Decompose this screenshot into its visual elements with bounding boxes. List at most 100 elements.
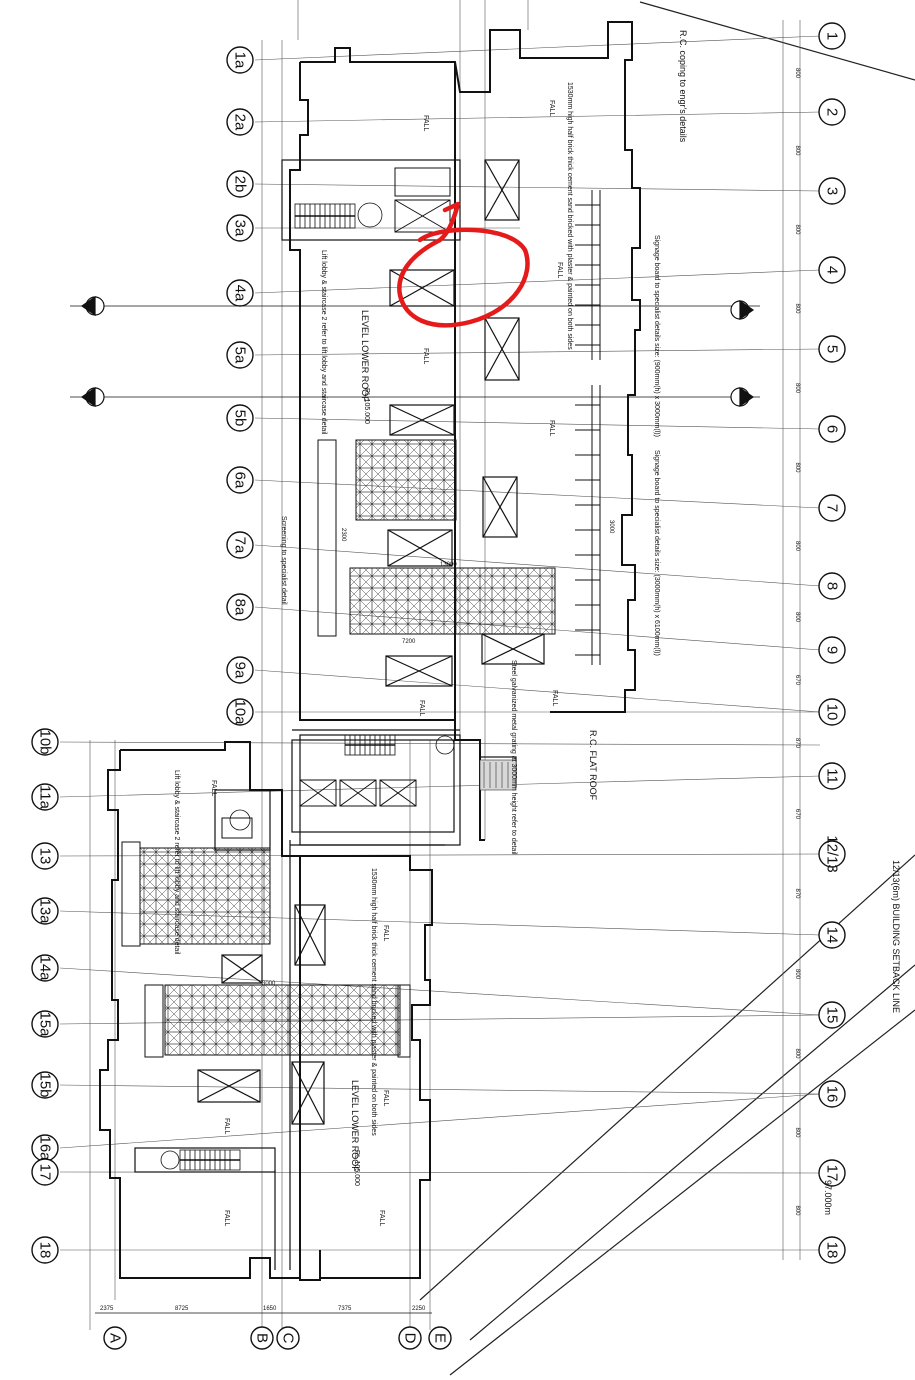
grid-bubble-6a-label: 6a xyxy=(232,472,249,489)
grid-bubble-10a: 10a xyxy=(226,698,254,726)
grid-bubble-15a: 15a xyxy=(31,1010,59,1038)
grid-bubble-3a-label: 3a xyxy=(232,220,249,237)
grid-bubble-14a: 14a xyxy=(31,954,59,982)
grid-bubble-11a-label: 11a xyxy=(37,785,54,810)
grid-bubble-16-label: 16 xyxy=(824,1086,841,1103)
grid-bubble-1-label: 1 xyxy=(824,32,841,40)
note-fall-8: FALL xyxy=(210,780,217,796)
grid-bubble-9: 9 xyxy=(818,636,846,664)
note-parapet-lower: 1530mm high half brick thick cement sand… xyxy=(370,868,377,1136)
right-dim-7: 800 xyxy=(794,612,800,623)
grid-bubble-9-label: 9 xyxy=(824,646,841,654)
note-fall-13: FALL xyxy=(378,1210,385,1226)
grid-bubble-10a-label: 10a xyxy=(232,699,249,725)
grid-bubble-10-label: 10 xyxy=(824,704,841,721)
grid-bubble-10b: 10b xyxy=(31,728,59,756)
grid-bubble-8: 8 xyxy=(818,572,846,600)
note-fall-12: FALL xyxy=(223,1210,230,1226)
grid-bubble-D-label: D xyxy=(402,1333,419,1344)
bottom-dimension-string: 2375 8725 1650 7375 2250 xyxy=(95,1306,432,1314)
note-level-sm: 97.000m xyxy=(823,1180,833,1215)
grid-bubble-14-label: 14 xyxy=(824,927,841,944)
grid-bubble-17-label: 17 xyxy=(37,1164,54,1181)
grid-bubble-3a: 3a xyxy=(226,214,254,242)
note-dim-d: 2300 xyxy=(340,528,346,542)
note-level-upper: LEVEL LOWER ROOF xyxy=(360,310,370,402)
note-setback: 12/13(6m) BUILDING SETBACK LINE xyxy=(891,860,901,1013)
grid-bubble-2b: 2b xyxy=(226,170,254,198)
note-lift-upper: Lift lobby & staircase 2 refer to lift l… xyxy=(320,250,327,435)
grid-bubble-5b: 5b xyxy=(226,404,254,432)
grid-bubble-15a-label: 15a xyxy=(37,1011,54,1037)
grid-bubble-15: 15 xyxy=(818,1001,846,1029)
grid-bubble-13a: 13a xyxy=(31,897,59,925)
grid-bubble-10: 10 xyxy=(818,698,846,726)
grid-bubble-17: 17 xyxy=(818,1159,846,1187)
note-dim-b: 13000 xyxy=(440,562,457,568)
grid-bubble-13a-label: 13a xyxy=(37,898,54,924)
grid-bubble-17: 17 xyxy=(31,1158,59,1186)
grid-bubble-6a: 6a xyxy=(226,466,254,494)
grid-bubble-18: 18 xyxy=(818,1236,846,1264)
grid-bubble-6: 6 xyxy=(818,415,846,443)
grid-bubble-7a-label: 7a xyxy=(232,537,249,554)
grid-bubble-7: 7 xyxy=(818,494,846,522)
grid-bubble-E-label: E xyxy=(432,1333,449,1343)
right-dim-0: 800 xyxy=(794,68,800,79)
grid-bubble-16a: 16a xyxy=(31,1134,59,1162)
grid-bubble-12-13: 12/13 xyxy=(818,835,846,873)
grid-bubble-7-label: 7 xyxy=(824,504,841,512)
grid-bubble-B: B xyxy=(250,1326,274,1350)
grid-bubble-6-label: 6 xyxy=(824,425,841,433)
staircase-middle xyxy=(344,734,455,756)
grid-bubble-2-label: 2 xyxy=(824,108,841,116)
right-dim-1: 800 xyxy=(794,146,800,157)
grid-bubble-2a-label: 2a xyxy=(232,114,249,131)
note-fall-7: FALL xyxy=(551,690,558,706)
right-dim-12: 800 xyxy=(794,969,800,980)
note-signage-1: Signage board to specialist details size… xyxy=(653,235,660,437)
note-fall-4: FALL xyxy=(422,348,429,364)
notes-layer: R.C. coping to engr's details 1530mm hig… xyxy=(173,30,901,1226)
upper-building-outline xyxy=(289,21,641,841)
red-markup-circle xyxy=(397,201,530,328)
grid-bubble-13-label: 13 xyxy=(37,848,54,865)
note-fall-1: FALL xyxy=(422,115,429,131)
right-dim-11: 870 xyxy=(794,889,800,900)
grid-bubble-18-label: 18 xyxy=(824,1242,841,1259)
grid-bubble-5: 5 xyxy=(818,335,846,363)
bottom-dim-4: 2250 xyxy=(412,1306,426,1312)
right-dim-3: 800 xyxy=(794,304,800,315)
note-steel-grating: Steel galvanized metal grating at 3000mm… xyxy=(510,660,517,855)
note-screening: Screening to specialist detail xyxy=(280,516,287,605)
grid-bubble-1: 1 xyxy=(818,22,846,50)
grid-bubble-A-label: A xyxy=(107,1333,124,1343)
grid-bubble-5a: 5a xyxy=(226,341,254,369)
bottom-dim-3: 7375 xyxy=(338,1306,352,1312)
lift-boxes xyxy=(221,167,451,839)
signage-rails xyxy=(575,190,601,665)
note-lift-lower: Lift lobby & staircase 2 refer to lift l… xyxy=(173,770,180,955)
note-fall-3: FALL xyxy=(556,262,563,278)
grid-bubble-5-label: 5 xyxy=(824,345,841,353)
roof-access-hatch xyxy=(479,759,517,791)
section-markers xyxy=(70,295,760,408)
grid-bubble-E: E xyxy=(428,1326,452,1350)
note-fall-2: FALL xyxy=(548,100,555,116)
right-dim-10: 670 xyxy=(794,809,800,820)
note-parapet-upper: 1530mm high half brick thick cement sand… xyxy=(566,82,573,350)
bottom-dim-0: 2375 xyxy=(100,1306,114,1312)
note-dim-c: 7200 xyxy=(402,639,416,645)
staircase-upper xyxy=(294,202,383,229)
note-rl-lower: RL 105.000 xyxy=(353,1150,360,1186)
right-dim-5: 800 xyxy=(794,463,800,474)
left-grid-bubbles: 1a2a2b3a4a5a5b6a7a8a9a10a10b11a1313a14a1… xyxy=(31,46,254,1264)
grid-bubble-18-left: 18 xyxy=(31,1236,59,1264)
grid-bubble-14a-label: 14a xyxy=(37,955,54,981)
right-dim-9: 870 xyxy=(794,738,800,749)
grid-bubble-2: 2 xyxy=(818,98,846,126)
right-dimension-labels: 8008008008008008008008006708706708708008… xyxy=(794,68,800,1216)
note-fall-11: FALL xyxy=(223,1118,230,1134)
grid-bubble-9a-label: 9a xyxy=(232,662,249,679)
